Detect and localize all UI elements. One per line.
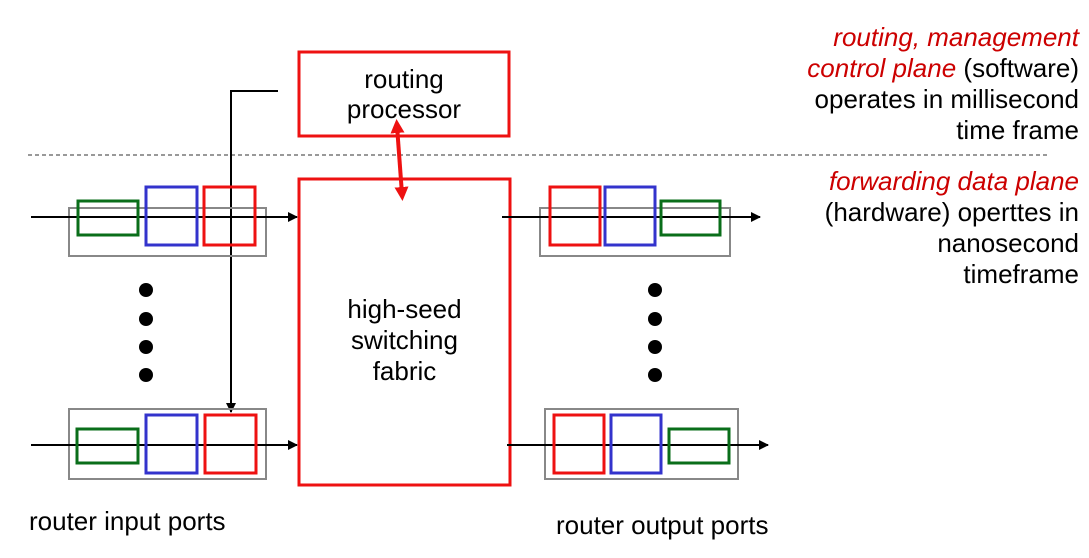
output-port-bottom [507, 408, 769, 480]
control-plane-annotation: routing, management control plane (softw… [807, 22, 1079, 146]
queue-cell-red [548, 185, 602, 247]
queue-cell-green [76, 199, 140, 237]
switching-fabric-line3: fabric [372, 355, 437, 386]
control-plane-line4: time frame [956, 115, 1079, 145]
data-plane-annotation: forwarding data plane (hardware) opertte… [825, 166, 1079, 290]
input-ports-label: router input ports [29, 506, 226, 536]
switching-fabric-line1: high-seed [347, 293, 462, 324]
queue-cell-blue [603, 185, 657, 247]
queue-cell-red [202, 185, 257, 247]
routing-processor-line2: processor [346, 94, 462, 124]
switching-fabric-line2: switching [351, 324, 458, 355]
output-ports-label: router output ports [556, 510, 769, 540]
control-plane-suffix: (software) [956, 53, 1079, 83]
queue-cell-green [75, 427, 140, 465]
data-plane-line4: timeframe [963, 259, 1079, 289]
control-link-arrow [390, 119, 409, 201]
forwarding-table-line [226, 90, 278, 413]
data-plane-line2: (hardware) operttes in [824, 197, 1079, 227]
port-frame [539, 207, 731, 257]
queue-cell-blue [609, 413, 663, 475]
queue-cell-green [659, 199, 722, 237]
routing-processor-label: routing processor [299, 62, 509, 126]
port-frame [68, 207, 267, 257]
data-plane-line3: nanosecond [937, 228, 1079, 258]
vertical-ellipsis-icon [139, 283, 153, 382]
routing-processor-line1: routing [364, 64, 444, 94]
input-port-bottom [31, 408, 298, 480]
input-port-top [31, 185, 298, 257]
output-port-top [502, 185, 761, 257]
queue-cell-red [552, 413, 606, 475]
queue-cell-blue [144, 185, 199, 247]
vertical-ellipsis-icon [648, 283, 662, 382]
queue-cell-red [203, 413, 258, 475]
queue-cell-blue [144, 413, 199, 475]
control-plane-title-line2: control plane [807, 53, 957, 83]
control-plane-title-line1: routing, management [833, 22, 1079, 52]
switching-fabric-label: high-seed switching fabric [299, 294, 510, 386]
control-plane-line3: operates in millisecond [814, 84, 1079, 114]
queue-cell-green [667, 427, 731, 465]
data-plane-title: forwarding data plane [828, 166, 1079, 196]
control-plane-line2: control plane (software) [807, 53, 1079, 84]
